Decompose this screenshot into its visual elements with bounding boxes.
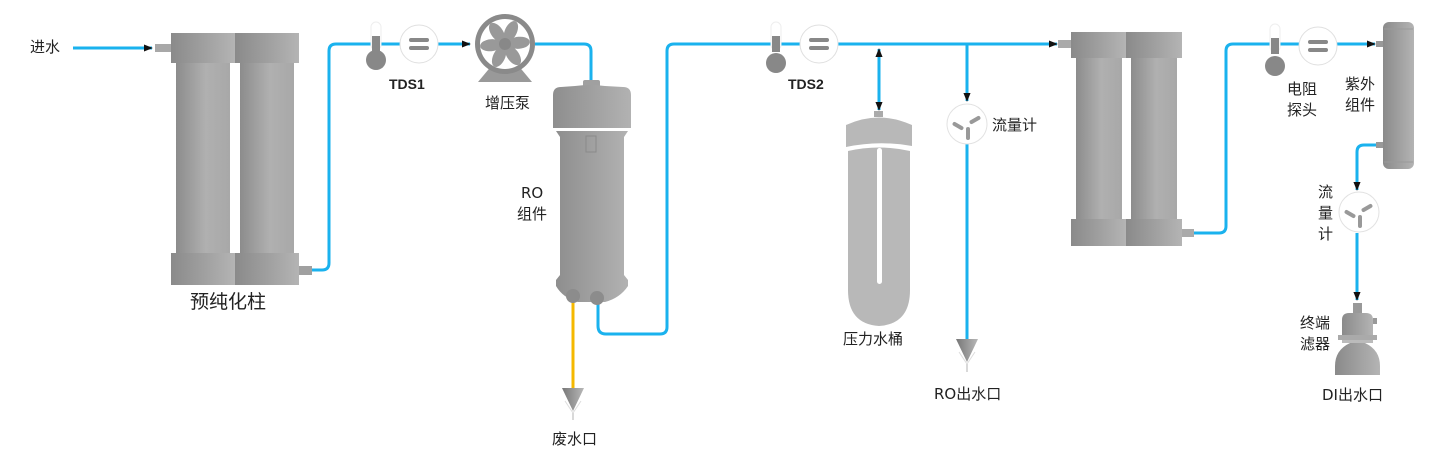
label-tank: 压力水桶	[843, 330, 904, 348]
flowmeter2-icon	[1338, 191, 1380, 233]
label-resistivity-line2: 探头	[1287, 101, 1318, 119]
tds2-meter-icon	[799, 24, 839, 64]
booster-pump-icon[interactable]	[475, 14, 535, 82]
pressure-tank[interactable]	[846, 111, 912, 326]
polishing-columns[interactable]	[1058, 32, 1194, 246]
uv-module[interactable]	[1376, 22, 1414, 169]
pipe-pump-to-ro	[535, 42, 593, 82]
label-flowmeter2-c2: 量	[1318, 204, 1334, 222]
tds1-probe-icon	[366, 21, 386, 70]
label-ro-line1: RO	[521, 184, 544, 202]
prefilter-columns[interactable]	[155, 33, 312, 285]
label-ro-line2: 组件	[517, 205, 548, 223]
pipe-ro-product	[596, 40, 1058, 336]
label-prefilter: 预纯化柱	[190, 291, 267, 313]
pipe-prefilter-to-pump	[311, 40, 471, 272]
pipes	[73, 40, 1382, 340]
label-uv-line2: 组件	[1345, 96, 1376, 114]
resistivity-meter-icon	[1298, 26, 1338, 66]
resistivity-probe-icon	[1265, 23, 1285, 76]
waste-outlet-funnel-icon[interactable]	[562, 388, 584, 420]
label-final-filter-line1: 终端	[1300, 314, 1331, 332]
ro-module[interactable]	[553, 80, 631, 305]
label-flowmeter2-c3: 计	[1318, 225, 1334, 243]
label-resistivity-line1: 电阻	[1287, 80, 1318, 98]
pipe-uv-to-flowmeter	[1353, 143, 1382, 191]
tds1-meter-icon	[399, 24, 439, 64]
label-final-filter-line2: 滤器	[1300, 335, 1331, 353]
pipe-polish-to-uv	[1193, 40, 1376, 235]
label-pump: 增压泵	[485, 94, 531, 112]
ro-outlet-funnel-icon[interactable]	[956, 339, 978, 372]
label-tds2: TDS2	[788, 76, 824, 92]
final-filter[interactable]	[1335, 303, 1380, 375]
tds2-probe-icon	[766, 21, 786, 73]
label-flowmeter2-c1: 流	[1318, 183, 1334, 201]
label-uv-line1: 紫外	[1345, 75, 1376, 93]
label-ro-outlet: RO出水口	[934, 385, 1002, 403]
label-tds1: TDS1	[389, 76, 425, 92]
label-flowmeter1: 流量计	[992, 116, 1038, 134]
label-waste-outlet: 废水口	[552, 430, 598, 448]
label-inlet: 进水	[30, 38, 61, 56]
label-di-outlet: DI出水口	[1322, 386, 1383, 404]
flowmeter1-icon	[946, 103, 988, 145]
